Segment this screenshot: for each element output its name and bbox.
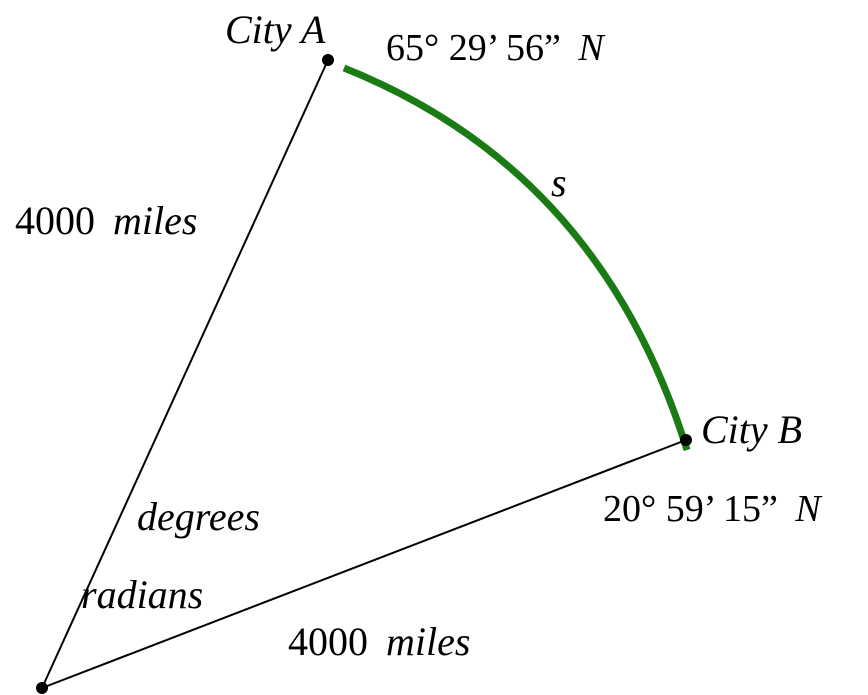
- city-b-point: [680, 434, 692, 446]
- radius-left-label: 4000 miles: [15, 198, 197, 243]
- city-b-latitude-value: 20° 59’ 15”: [603, 488, 778, 530]
- city-a-latitude-value: 65° 29’ 56”: [386, 27, 561, 69]
- center-point: [36, 682, 48, 694]
- radius-bottom-label: 4000 miles: [288, 619, 470, 664]
- radius-line-to-city-b: [41, 439, 687, 689]
- radius-left-unit: miles: [113, 198, 197, 243]
- radius-left-value: 4000: [15, 198, 95, 243]
- angle-label-degrees: degrees: [137, 494, 260, 539]
- arc-label-s: s: [551, 160, 567, 205]
- city-b-latitude-hemisphere: N: [794, 488, 823, 530]
- radius-bottom-unit: miles: [386, 619, 470, 664]
- city-a-latitude: 65° 29’ 56” N: [386, 27, 606, 69]
- city-a-point: [322, 54, 334, 66]
- radius-bottom-value: 4000: [288, 619, 368, 664]
- city-a-latitude-hemisphere: N: [577, 27, 606, 69]
- city-a-label: City A: [225, 7, 326, 52]
- city-b-label: City B: [701, 407, 802, 452]
- city-b-latitude: 20° 59’ 15” N: [603, 488, 823, 530]
- arc-s: [342, 64, 691, 452]
- angle-label-radians: radians: [81, 572, 203, 617]
- radius-line-to-city-a: [41, 59, 329, 689]
